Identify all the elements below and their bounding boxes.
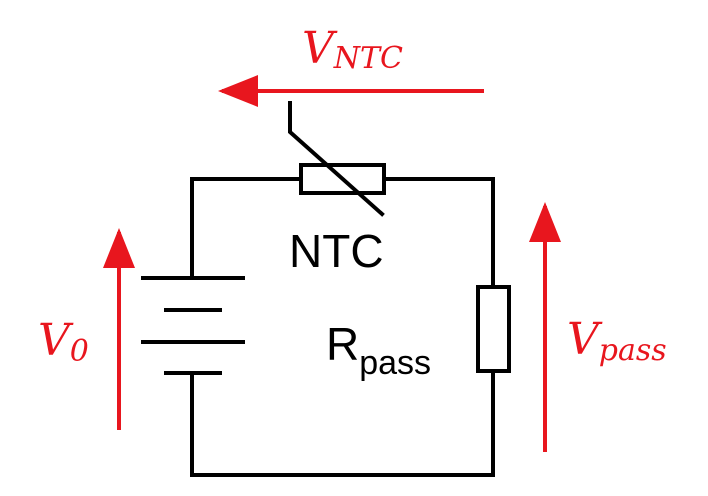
rpass-resistor-body (476, 285, 511, 373)
rpass-main: R (326, 318, 359, 370)
v-ntc-label: VNTC (302, 23, 403, 76)
rpass-label: Rpass (326, 318, 431, 382)
ntc-resistor-body (299, 163, 386, 195)
rpass-sub: pass (359, 344, 431, 382)
bottom-wire (190, 369, 495, 477)
voltage-arrows (103, 75, 561, 452)
top-right-wire (382, 177, 495, 289)
ntc-slash (288, 101, 385, 217)
ntc-thermistor (288, 101, 386, 217)
v0-sub: 0 (70, 334, 89, 369)
circuit-wires (190, 177, 495, 477)
v-pass-main: V (567, 314, 603, 365)
battery-symbol (141, 276, 245, 375)
v-pass-label: Vpass (567, 314, 667, 368)
ntc-label: NTC (289, 225, 384, 277)
v0-label: V0 (38, 315, 89, 369)
v-pass-sub: pass (599, 333, 667, 368)
top-left-wire (190, 177, 303, 280)
v-ntc-main: V (302, 23, 338, 74)
v-ntc-sub: NTC (333, 41, 403, 76)
v0-main: V (38, 315, 74, 366)
